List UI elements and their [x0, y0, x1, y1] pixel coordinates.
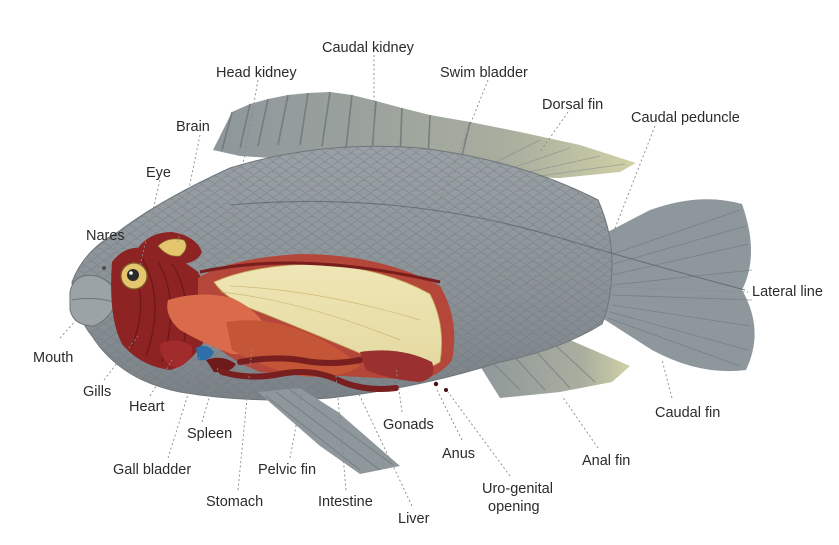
label-intestine: Intestine: [318, 494, 373, 510]
label-caudal-peduncle: Caudal peduncle: [631, 110, 740, 126]
label-mouth: Mouth: [33, 350, 73, 366]
label-spleen: Spleen: [187, 426, 232, 442]
label-nares: Nares: [86, 228, 125, 244]
label-swim-bladder: Swim bladder: [440, 65, 528, 81]
label-eye: Eye: [146, 165, 171, 181]
eye: [121, 263, 147, 289]
label-brain: Brain: [176, 119, 210, 135]
label-heart: Heart: [129, 399, 164, 415]
uro-genital-opening: [444, 388, 448, 392]
label-gonads: Gonads: [383, 417, 434, 433]
label-anal-fin: Anal fin: [582, 453, 630, 469]
label-liver: Liver: [398, 511, 430, 527]
label-caudal-fin: Caudal fin: [655, 405, 720, 421]
label-uro-genital-opening-line1: Uro-genital: [482, 481, 553, 497]
label-caudal-kidney: Caudal kidney: [322, 40, 415, 56]
label-anus: Anus: [442, 446, 475, 462]
nares: [102, 266, 106, 270]
label-dorsal-fin: Dorsal fin: [542, 97, 603, 113]
label-gall-bladder: Gall bladder: [113, 462, 191, 478]
anus: [434, 382, 438, 386]
label-uro-genital-opening-line2: opening: [488, 499, 540, 515]
caudal-fin: [600, 199, 755, 371]
label-pelvic-fin: Pelvic fin: [258, 462, 316, 478]
label-head-kidney: Head kidney: [216, 65, 297, 81]
label-stomach: Stomach: [206, 494, 263, 510]
label-gills: Gills: [83, 384, 111, 400]
label-lateral-line: Lateral line: [752, 284, 823, 300]
